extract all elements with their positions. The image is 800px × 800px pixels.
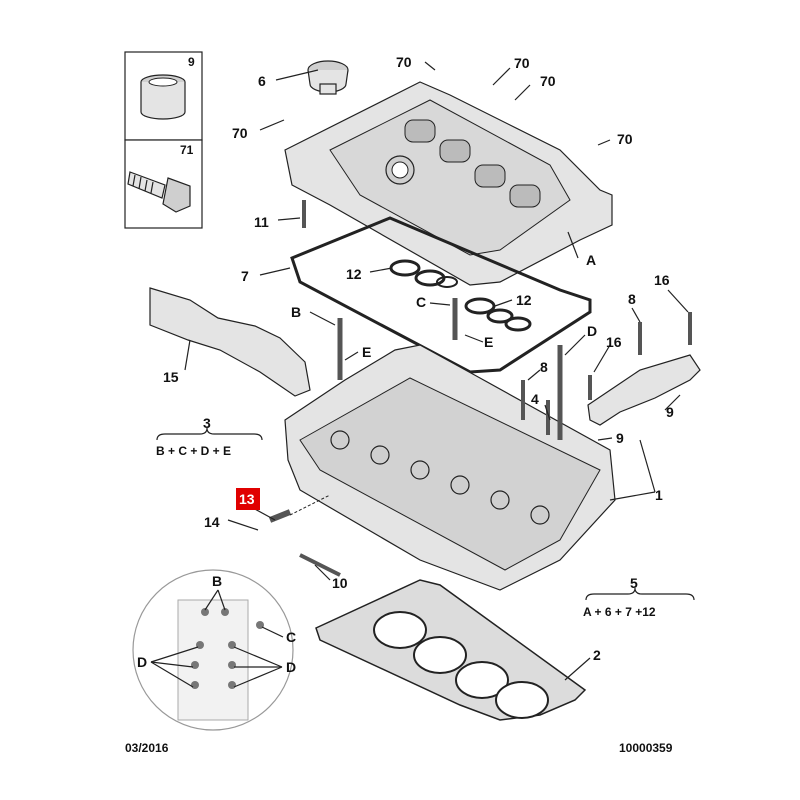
inset-label-D-left: D <box>137 654 147 670</box>
footer-reference: 10000359 <box>619 741 673 755</box>
oil-filler-cap <box>307 60 349 95</box>
inset-box-9: 9 <box>124 51 203 141</box>
label-70-top: 70 <box>396 54 412 70</box>
formula-5: A + 6 + 7 +12 <box>583 605 656 619</box>
cover-gasket <box>290 216 592 374</box>
valve-cover <box>284 81 613 286</box>
label-16-lower: 16 <box>606 334 622 350</box>
label-1: 1 <box>655 487 663 503</box>
label-C: C <box>416 294 426 310</box>
label-70-far-right: 70 <box>617 131 633 147</box>
label-7: 7 <box>241 268 249 284</box>
label-8-upper: 8 <box>628 291 636 307</box>
camshaft-bracket <box>587 354 701 426</box>
label-D: D <box>587 323 597 339</box>
footer-date: 03/2016 <box>125 741 169 755</box>
spark-plug-seals-lower <box>464 297 532 332</box>
label-8-lower: 8 <box>540 359 548 375</box>
label-11: 11 <box>254 214 269 230</box>
label-12-lower: 12 <box>516 292 532 308</box>
label-10: 10 <box>332 575 348 591</box>
highlight-13: 13 <box>236 488 260 510</box>
label-70-left: 70 <box>232 125 248 141</box>
label-3: 3 <box>203 415 211 431</box>
sleeve-icon <box>140 74 186 120</box>
inset-71-number: 71 <box>180 143 194 157</box>
label-6: 6 <box>258 73 266 89</box>
label-13: 13 <box>239 491 255 507</box>
bolt-icon <box>127 171 191 213</box>
label-4: 4 <box>531 391 539 407</box>
inset-label-D-right: D <box>286 659 296 675</box>
group-5: 5 A + 6 + 7 +12 <box>583 575 695 619</box>
head-gasket <box>315 579 587 721</box>
label-5: 5 <box>630 575 638 591</box>
inset-box-71: 71 <box>124 139 203 229</box>
label-14: 14 <box>204 514 220 530</box>
label-2: 2 <box>593 647 601 663</box>
inset-labels: B C D D <box>137 573 296 688</box>
label-B: B <box>291 304 301 320</box>
heat-shield <box>149 287 311 397</box>
dashed-leader-13 <box>289 494 331 516</box>
part-labels: 6 70 70 70 70 70 11 7 12 12 A B C E E D … <box>163 54 674 663</box>
label-16-upper: 16 <box>654 272 670 288</box>
brace-3 <box>156 427 263 441</box>
brace-5 <box>585 587 695 601</box>
highlight-13-box <box>236 488 260 510</box>
label-15: 15 <box>163 369 179 385</box>
formula-3: B + C + D + E <box>156 444 231 458</box>
group-3: 3 B + C + D + E <box>156 415 263 458</box>
label-E-left: E <box>362 344 371 360</box>
label-70-upper-right: 70 <box>514 55 530 71</box>
leader-lines <box>184 61 689 681</box>
label-70-right: 70 <box>540 73 556 89</box>
label-12-upper: 12 <box>346 266 362 282</box>
label-9-right: 9 <box>666 404 674 420</box>
bolts <box>268 200 692 577</box>
inset-label-B: B <box>212 573 222 589</box>
label-A: A <box>586 252 596 268</box>
bolt-pattern-inset <box>132 569 294 731</box>
inset-label-C: C <box>286 629 296 645</box>
cylinder-head <box>284 344 616 591</box>
inset-9-number: 9 <box>188 55 195 69</box>
label-E-right: E <box>484 334 493 350</box>
label-9-lower: 9 <box>616 430 624 446</box>
